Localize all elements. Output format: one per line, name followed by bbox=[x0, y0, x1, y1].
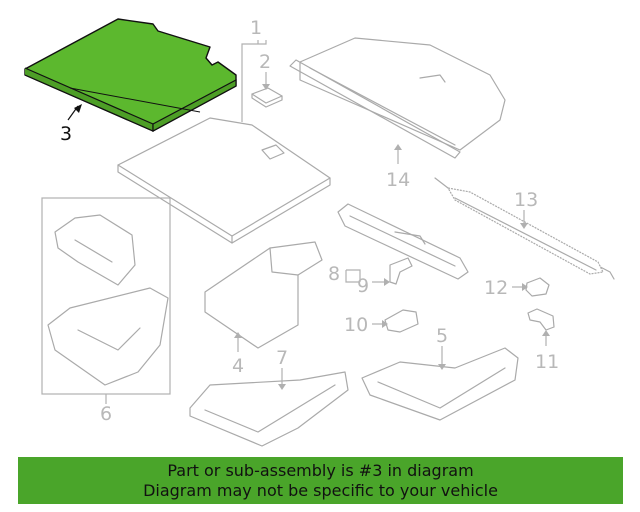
banner-line-1: Part or sub-assembly is #3 in diagram bbox=[167, 461, 474, 480]
part-12-clip[interactable] bbox=[525, 277, 550, 297]
part-5-tray[interactable] bbox=[361, 347, 519, 421]
callout-8: 8 bbox=[328, 263, 340, 285]
callout-6: 6 bbox=[100, 403, 112, 425]
part-8-side-rail[interactable] bbox=[337, 203, 469, 280]
part-info-banner: Part or sub-assembly is #3 in diagram Di… bbox=[18, 457, 623, 504]
part-10-bracket[interactable] bbox=[384, 309, 419, 333]
part-6-storage-tray[interactable] bbox=[47, 214, 169, 386]
callout-14: 14 bbox=[386, 169, 410, 191]
leader-lines bbox=[67, 40, 550, 404]
callout-10: 10 bbox=[344, 314, 368, 336]
callout-13: 13 bbox=[514, 189, 538, 211]
parts-diagram: 1 2 3 14 13 12 11 8 9 10 5 4 7 6 bbox=[24, 17, 615, 447]
part-7-tray[interactable] bbox=[189, 371, 349, 447]
callout-2: 2 bbox=[259, 51, 271, 73]
callout-3[interactable]: 3 bbox=[60, 123, 72, 145]
part-3-load-floor-panel[interactable] bbox=[24, 18, 237, 133]
part-11-hook[interactable] bbox=[527, 308, 555, 331]
part-9-bracket[interactable] bbox=[389, 257, 413, 285]
part-13-cargo-net[interactable] bbox=[434, 177, 615, 280]
part-1-cargo-floor[interactable] bbox=[117, 117, 331, 244]
callout-7: 7 bbox=[276, 347, 288, 369]
callout-9: 9 bbox=[357, 275, 369, 297]
part-2-clip[interactable] bbox=[251, 87, 283, 108]
part-4-divider[interactable] bbox=[204, 241, 323, 349]
callout-11: 11 bbox=[535, 351, 559, 373]
callout-12: 12 bbox=[484, 277, 508, 299]
callout-4: 4 bbox=[232, 355, 244, 377]
callout-5: 5 bbox=[436, 325, 448, 347]
callout-1: 1 bbox=[250, 17, 262, 39]
part-14-tonneau-cover[interactable] bbox=[289, 37, 506, 159]
banner-line-2: Diagram may not be specific to your vehi… bbox=[143, 481, 498, 500]
